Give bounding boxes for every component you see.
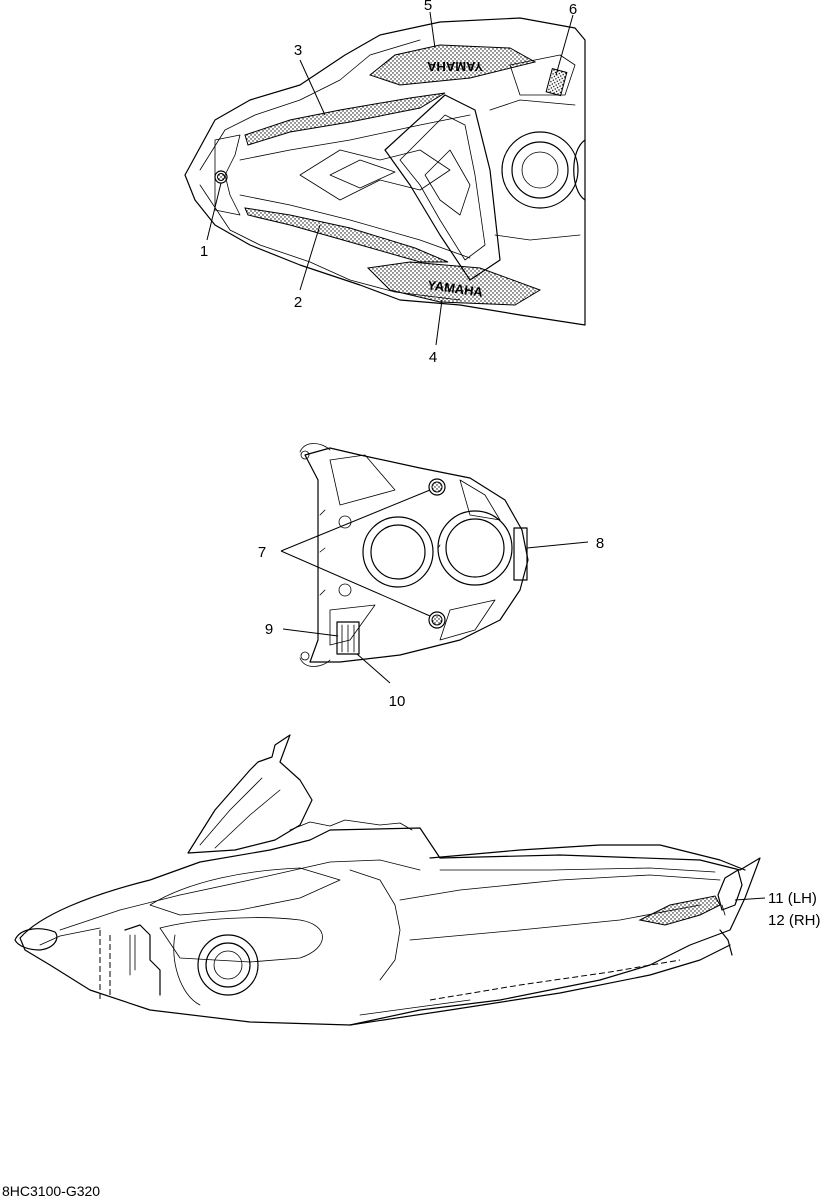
callout-7: 7 bbox=[258, 544, 266, 561]
callout-9: 9 bbox=[265, 621, 273, 638]
rear-decal bbox=[638, 895, 721, 926]
drawing-code: 8HC3100-G320 bbox=[2, 1183, 100, 1199]
callout-12: 12 (RH) bbox=[768, 912, 821, 929]
emblem-7-upper bbox=[428, 478, 446, 496]
hood-top-view: YAMAHA YAMAHA 1 2 3 4 5 6 bbox=[184, 0, 586, 366]
callout-6: 6 bbox=[569, 1, 577, 18]
callout-3: 3 bbox=[294, 42, 302, 59]
callout-2: 2 bbox=[294, 294, 302, 311]
emblem-7-lower bbox=[428, 611, 446, 629]
callout-8: 8 bbox=[596, 535, 604, 552]
brand-decal-top: YAMAHA bbox=[426, 59, 482, 74]
side-profile-view: 11 (LH) 12 (RH) bbox=[14, 734, 821, 1026]
label-9-10 bbox=[336, 621, 360, 655]
label-6 bbox=[545, 67, 568, 97]
callout-1: 1 bbox=[200, 243, 208, 260]
callout-11: 11 (LH) bbox=[768, 890, 817, 907]
callout-4: 4 bbox=[429, 349, 437, 366]
callout-5: 5 bbox=[424, 0, 432, 14]
callout-10: 10 bbox=[389, 693, 406, 710]
cowl-top-view: 7 8 9 10 bbox=[258, 443, 604, 710]
